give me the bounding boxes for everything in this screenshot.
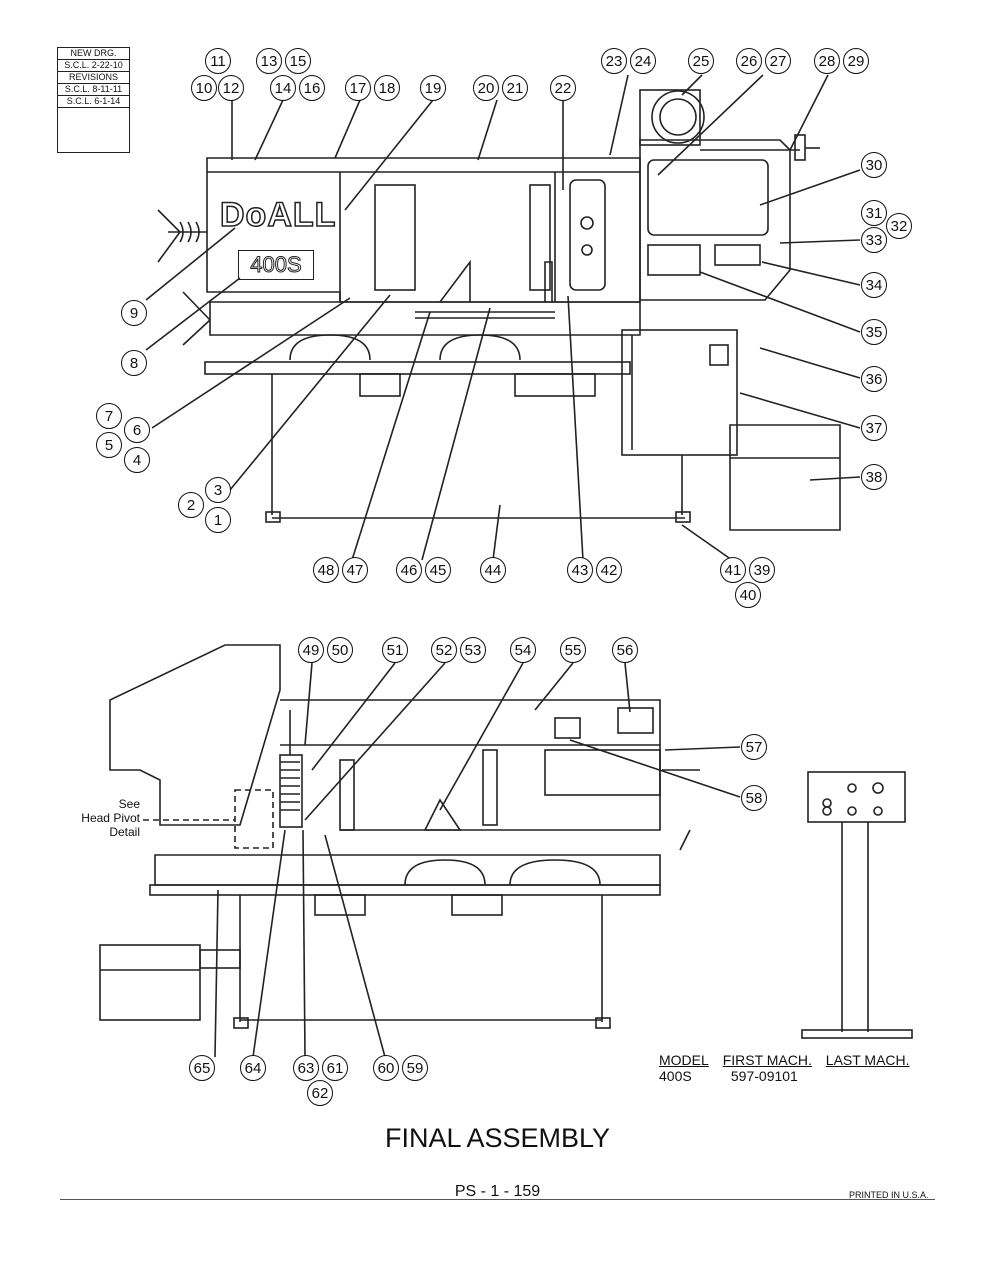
callout: 38 bbox=[861, 464, 887, 490]
printed-notice: PRINTED IN U.S.A. bbox=[849, 1190, 929, 1200]
callout: 18 bbox=[374, 75, 400, 101]
callout: 10 bbox=[191, 75, 217, 101]
callout: 35 bbox=[861, 319, 887, 345]
callout: 59 bbox=[402, 1055, 428, 1081]
callout: 48 bbox=[313, 557, 339, 583]
first-mach-value: 597-09101 bbox=[730, 1068, 798, 1084]
callout: 30 bbox=[861, 152, 887, 178]
callout: 2 bbox=[178, 492, 204, 518]
revision-2: S.C.L. 6-1-14 bbox=[58, 96, 129, 108]
callout: 42 bbox=[596, 557, 622, 583]
note-line: Head Pivot bbox=[81, 811, 140, 825]
callout: 45 bbox=[425, 557, 451, 583]
callout: 40 bbox=[735, 582, 761, 608]
revision-block: NEW DRG. S.C.L. 2-22-10 REVISIONS S.C.L.… bbox=[57, 47, 130, 153]
callout: 49 bbox=[298, 637, 324, 663]
callout: 60 bbox=[373, 1055, 399, 1081]
callout: 52 bbox=[431, 637, 457, 663]
callout: 51 bbox=[382, 637, 408, 663]
callout: 54 bbox=[510, 637, 536, 663]
model-table-header: MODEL FIRST MACH. LAST MACH. bbox=[659, 1052, 920, 1068]
callout: 39 bbox=[749, 557, 775, 583]
callout: 33 bbox=[861, 227, 887, 253]
callout: 3 bbox=[205, 477, 231, 503]
first-mach-header: FIRST MACH. bbox=[722, 1052, 812, 1068]
callout: 61 bbox=[322, 1055, 348, 1081]
callout: 29 bbox=[843, 48, 869, 74]
callout: 23 bbox=[601, 48, 627, 74]
callout: 22 bbox=[550, 75, 576, 101]
callout: 8 bbox=[121, 350, 147, 376]
callout: 64 bbox=[240, 1055, 266, 1081]
callout: 28 bbox=[814, 48, 840, 74]
callout: 63 bbox=[293, 1055, 319, 1081]
callout: 32 bbox=[886, 213, 912, 239]
callout: 36 bbox=[861, 366, 887, 392]
callout: 9 bbox=[121, 300, 147, 326]
revision-header: NEW DRG. bbox=[58, 48, 129, 60]
callout: 24 bbox=[630, 48, 656, 74]
callout: 11 bbox=[205, 48, 231, 74]
callout: 19 bbox=[420, 75, 446, 101]
callout: 44 bbox=[480, 557, 506, 583]
revision-label: REVISIONS bbox=[58, 72, 129, 84]
callout: 46 bbox=[396, 557, 422, 583]
callout: 53 bbox=[460, 637, 486, 663]
callout: 56 bbox=[612, 637, 638, 663]
callout: 4 bbox=[124, 447, 150, 473]
callout: 62 bbox=[307, 1080, 333, 1106]
callout: 65 bbox=[189, 1055, 215, 1081]
callout: 5 bbox=[96, 432, 122, 458]
callout: 47 bbox=[342, 557, 368, 583]
callout: 12 bbox=[218, 75, 244, 101]
model-value: 400S bbox=[659, 1068, 692, 1084]
note-line: Detail bbox=[109, 825, 140, 839]
callout: 1 bbox=[205, 507, 231, 533]
callout: 17 bbox=[345, 75, 371, 101]
brand-logo: DoALL bbox=[219, 195, 337, 235]
callout: 34 bbox=[861, 272, 887, 298]
callout: 6 bbox=[124, 417, 150, 443]
callout: 25 bbox=[688, 48, 714, 74]
callout: 43 bbox=[567, 557, 593, 583]
callout: 7 bbox=[96, 403, 122, 429]
revision-blank bbox=[58, 108, 129, 152]
revision-1: S.C.L. 8-11-11 bbox=[58, 84, 129, 96]
footer-rule bbox=[60, 1199, 935, 1200]
last-mach-header: LAST MACH. bbox=[825, 1052, 910, 1068]
side-view-outline bbox=[109, 644, 281, 826]
model-table: MODEL FIRST MACH. LAST MACH. 400S 597-09… bbox=[659, 1052, 920, 1084]
callout: 27 bbox=[765, 48, 791, 74]
model-plate: 400S bbox=[238, 250, 314, 280]
callout: 15 bbox=[285, 48, 311, 74]
callout: 26 bbox=[736, 48, 762, 74]
revision-first: S.C.L. 2-22-10 bbox=[58, 60, 129, 72]
page-number: PS - 1 - 159 bbox=[454, 1183, 541, 1200]
callout: 16 bbox=[299, 75, 325, 101]
note-line: See bbox=[118, 797, 140, 811]
callout: 50 bbox=[327, 637, 353, 663]
model-header: MODEL bbox=[659, 1052, 709, 1068]
callout: 14 bbox=[270, 75, 296, 101]
callout: 20 bbox=[473, 75, 499, 101]
callout: 21 bbox=[502, 75, 528, 101]
callout: 41 bbox=[720, 557, 746, 583]
callout: 55 bbox=[560, 637, 586, 663]
model-table-row: 400S 597-09101 bbox=[659, 1068, 920, 1084]
callout: 37 bbox=[861, 415, 887, 441]
callout: 57 bbox=[741, 734, 767, 760]
callout: 58 bbox=[741, 785, 767, 811]
drawing-title: FINAL ASSEMBLY bbox=[384, 1123, 611, 1153]
head-pivot-note: See Head Pivot Detail bbox=[60, 797, 140, 839]
callout: 31 bbox=[861, 200, 887, 226]
callout: 13 bbox=[256, 48, 282, 74]
